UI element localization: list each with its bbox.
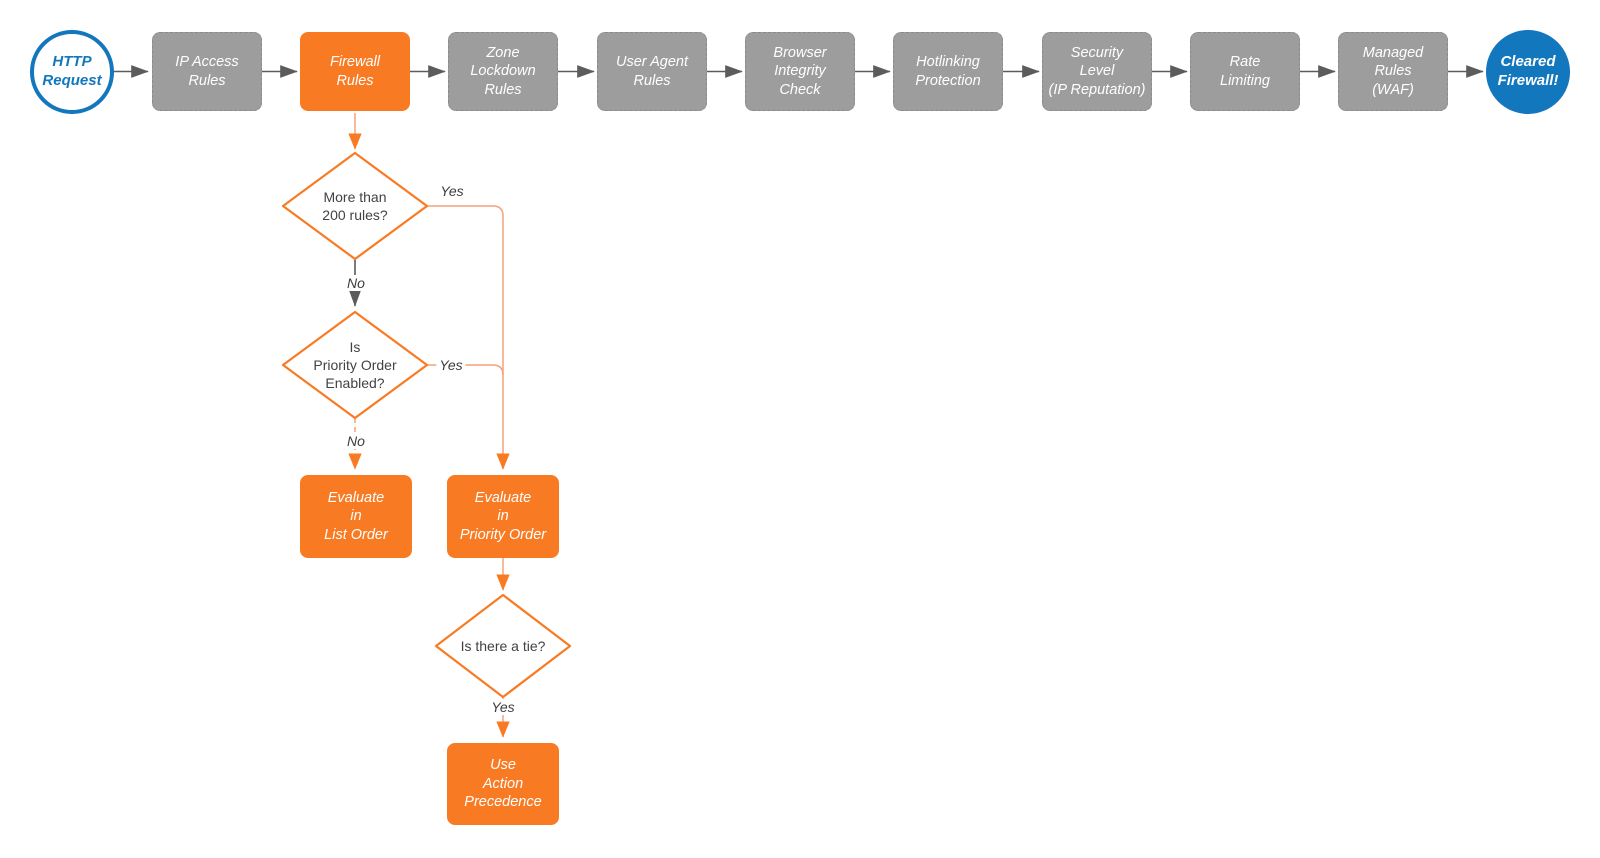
start-node-http-request: HTTP Request: [30, 30, 114, 114]
stage-user-agent-rules: User Agent Rules: [597, 32, 707, 111]
decision-rules-count-shape: [281, 151, 429, 261]
action-evaluate-priority-order: Evaluate in Priority Order: [447, 475, 559, 558]
decision-priority-enabled-shape: [281, 310, 429, 420]
edge-label-yes-3: Yes: [488, 699, 518, 715]
stage-rate-limiting: Rate Limiting: [1190, 32, 1300, 111]
stage-firewall-rules: Firewall Rules: [300, 32, 410, 111]
stage-hotlinking-protection: Hotlinking Protection: [893, 32, 1003, 111]
edge-label-yes-1: Yes: [440, 183, 464, 199]
stage-security-level: Security Level (IP Reputation): [1042, 32, 1152, 111]
edge-label-yes-2: Yes: [436, 357, 466, 373]
stage-zone-lockdown-rules: Zone Lockdown Rules: [448, 32, 558, 111]
end-node-cleared-firewall: Cleared Firewall!: [1486, 30, 1570, 114]
stage-ip-access-rules: IP Access Rules: [152, 32, 262, 111]
decision-tie-question: Is there a tie?: [460, 637, 546, 654]
decision-tie-shape: [434, 593, 572, 699]
edge-label-no-1: No: [344, 275, 368, 291]
stage-managed-rules-waf: Managed Rules (WAF): [1338, 32, 1448, 111]
edge-label-no-2: No: [344, 433, 368, 449]
connector-decision1-yes: [427, 205, 510, 470]
action-use-action-precedence: Use Action Precedence: [447, 743, 559, 825]
stage-browser-integrity-check: Browser Integrity Check: [745, 32, 855, 111]
action-evaluate-list-order: Evaluate in List Order: [300, 475, 412, 558]
decision-priority-enabled-question: Is Priority Order Enabled?: [313, 338, 397, 392]
connector-decision2-yes: [427, 364, 504, 376]
decision-rules-count-question: More than 200 rules?: [322, 188, 388, 223]
